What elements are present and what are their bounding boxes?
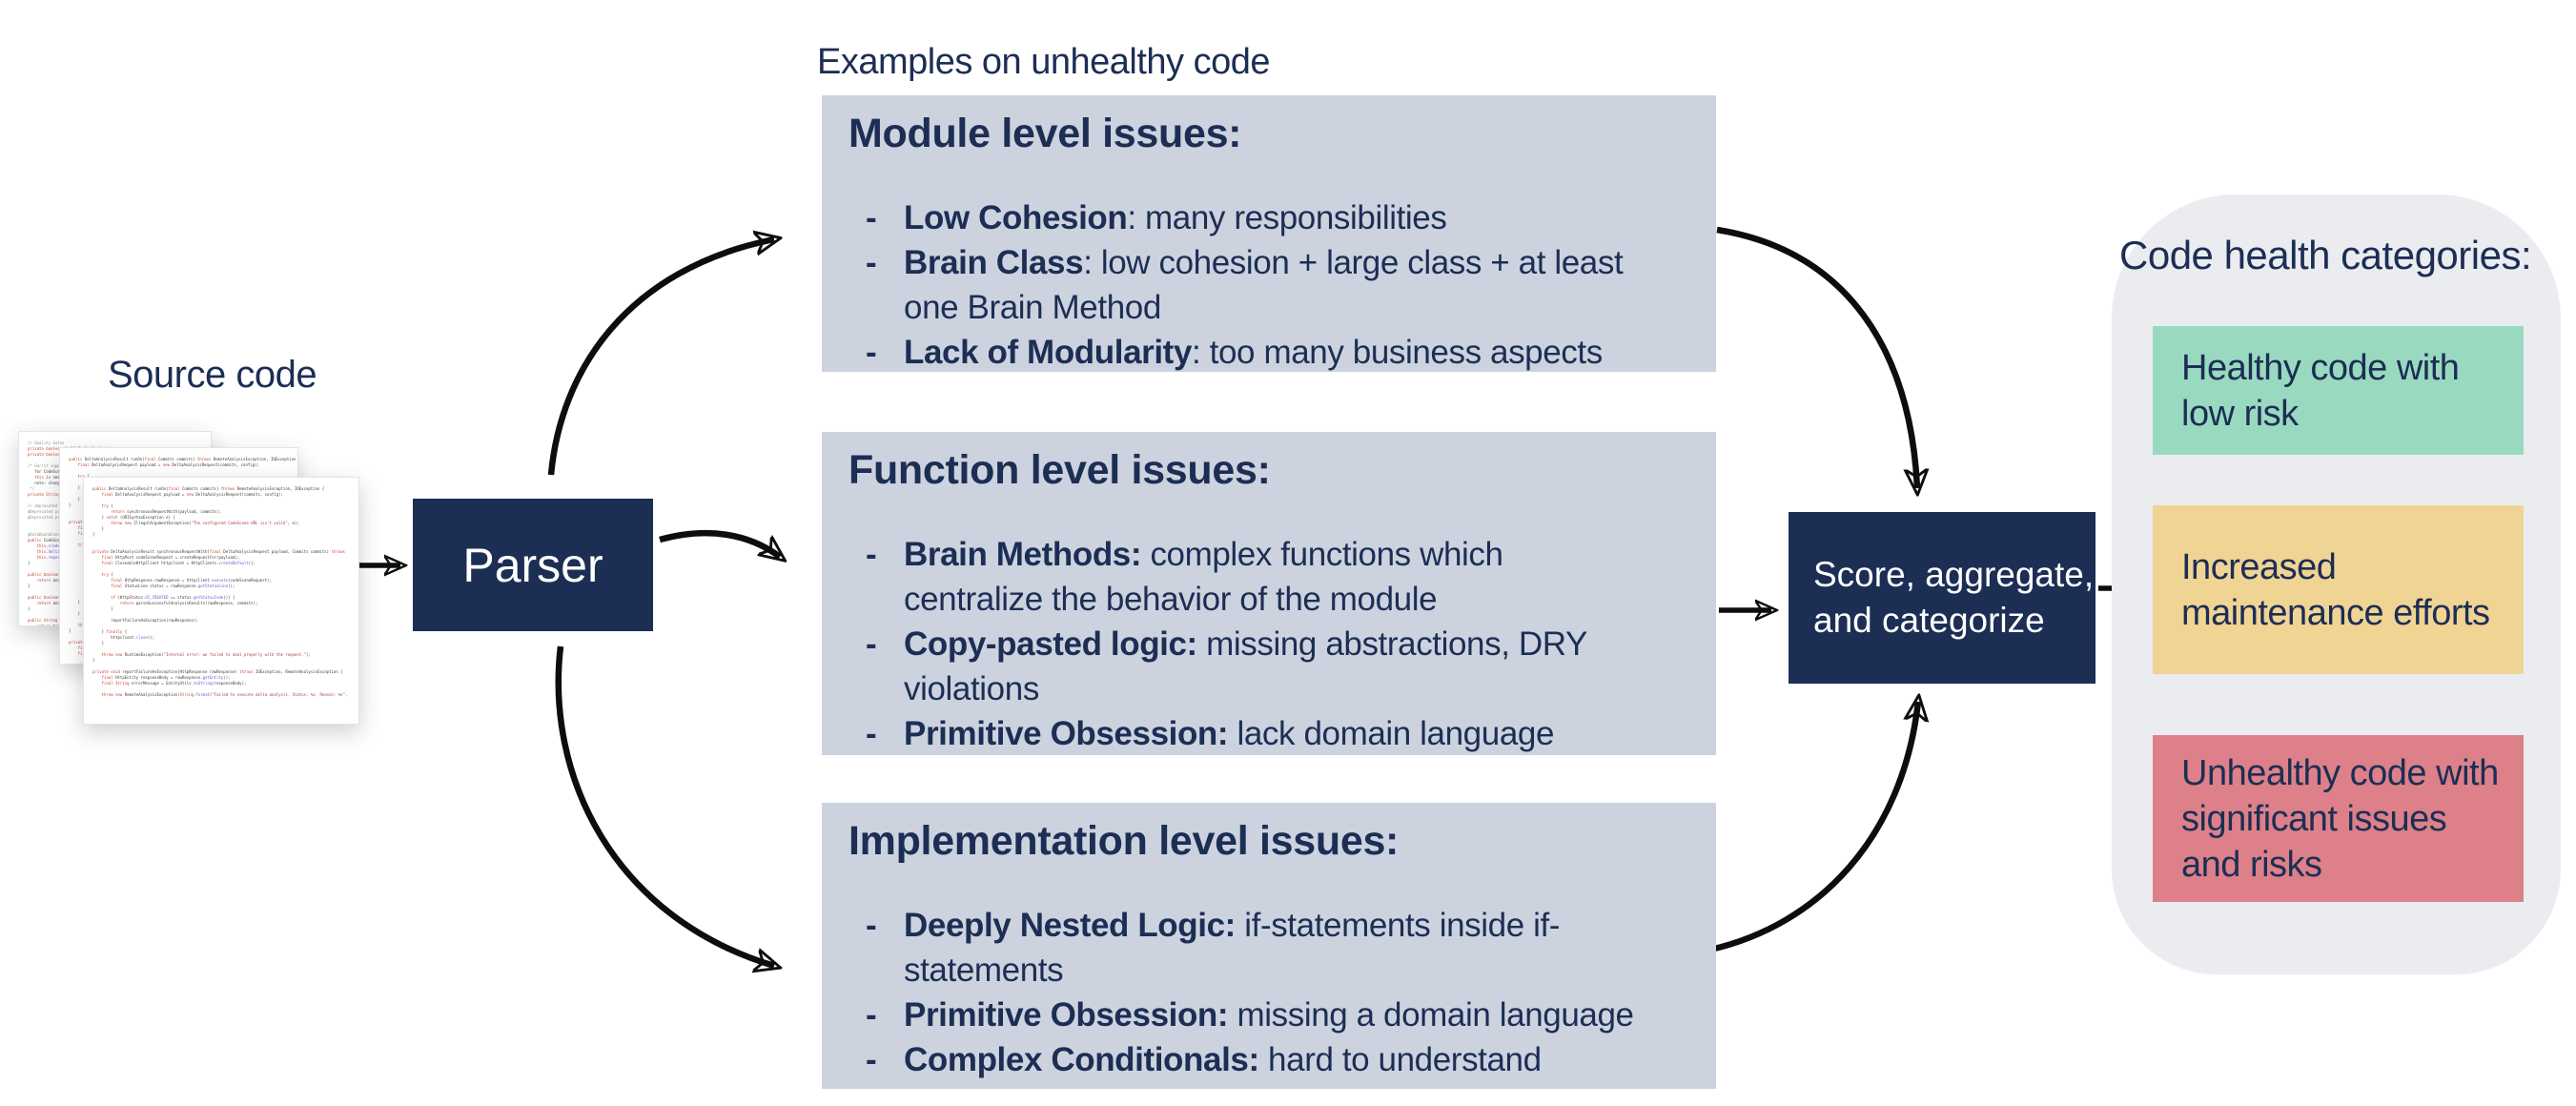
code-listing: public DeltaAnalysisResult runOn(final C… — [92, 486, 358, 698]
arrow-parser-to-implementation-issues — [555, 645, 774, 966]
code-line: } — [28, 584, 31, 588]
code-line: /* Gerrit support — [28, 463, 67, 468]
function-issues-box: Function level issues: Brain Methods: co… — [822, 432, 1716, 755]
issue-item: Brain Class: low cohesion + large class … — [866, 240, 1705, 330]
code-line: } — [92, 606, 113, 611]
issue-item: Lack of Modularity: too many business as… — [866, 330, 1705, 375]
issue-item: Copy-pasted logic: missing abstractions,… — [866, 622, 1705, 711]
arrow-implementation-issues-to-score — [1709, 702, 1918, 953]
parser-node: Parser — [413, 499, 653, 631]
code-line: httpclient.close(); — [92, 635, 155, 640]
code-line: final CloseableHttpClient httpclient = H… — [101, 561, 256, 565]
code-line: final StatusLine status = rawResponse.ge… — [111, 584, 235, 588]
parser-label: Parser — [462, 538, 603, 592]
category-label: Unhealthy code with significant issues a… — [2181, 752, 2499, 885]
category-box: Healthy code with low risk — [2153, 326, 2524, 455]
issue-item: Primitive Obsession: lack domain languag… — [866, 711, 1705, 756]
code-line: // Quality Gates — [28, 440, 65, 445]
examples-title: Examples on unhealthy code — [817, 42, 1271, 82]
function-issues-list: Brain Methods: complex functions which c… — [848, 532, 1705, 756]
code-line: } — [28, 606, 31, 611]
code-line: } — [69, 628, 72, 633]
code-line: final DeltaAnalysisRequest payload = new… — [101, 492, 283, 497]
code-line: } — [92, 641, 105, 645]
arrow-module-issues-to-score — [1716, 226, 1917, 488]
code-line: try { — [101, 572, 113, 577]
code-line: } — [69, 497, 81, 502]
issue-item: Brain Methods: complex functions which c… — [866, 532, 1705, 622]
code-line: public DeltaAnalysisResult runOn(final C… — [69, 457, 298, 461]
code-line: @DataBoundConstructor — [28, 532, 76, 537]
code-line: } — [28, 561, 31, 565]
score-aggregate-label: Score, aggregate, and categorize — [1813, 554, 2095, 640]
code-line: final String errorMessage = EntityUtils.… — [101, 681, 247, 686]
code-line: final HttpPost codeSceneRequest = create… — [101, 555, 240, 560]
implementation-issues-box: Implementation level issues: Deeply Nest… — [822, 803, 1716, 1089]
arrow-parser-to-function-issues — [659, 529, 780, 557]
code-line: try { — [77, 474, 90, 479]
code-line: private void reportFailureAsException(Ht… — [92, 669, 343, 674]
module-issues-list: Low Cohesion: many responsibilities Brai… — [848, 195, 1705, 375]
issue-item: Complex Conditionals: hard to understand — [866, 1037, 1705, 1082]
code-line: } finally { — [92, 629, 128, 634]
issue-item: Low Cohesion: many responsibilities — [866, 195, 1705, 240]
code-page-front: public DeltaAnalysisResult runOn(final C… — [83, 477, 359, 725]
score-aggregate-node: Score, aggregate, and categorize — [1789, 512, 2096, 684]
issue-item: Deeply Nested Logic: if-statements insid… — [866, 903, 1705, 993]
implementation-issues-list: Deeply Nested Logic: if-statements insid… — [848, 903, 1705, 1082]
code-line: throw new IllegalArgumentException("The … — [111, 521, 299, 525]
code-line: } — [92, 658, 95, 663]
category-box: Unhealthy code with significant issues a… — [2153, 735, 2524, 902]
code-line: } — [69, 502, 72, 507]
function-issues-title: Function level issues: — [848, 447, 1271, 493]
code-line: for CodeScene — [28, 469, 65, 474]
category-label: Healthy code with low risk — [2181, 347, 2460, 434]
code-line: try { — [101, 503, 113, 508]
code-line: final DeltaAnalysisRequest payload = new… — [77, 462, 259, 467]
code-line: return parseSuccessfulAnalysisResults(ra… — [119, 601, 258, 605]
source-code-title: Source code — [108, 354, 317, 396]
implementation-issues-title: Implementation level issues: — [848, 818, 1400, 864]
code-line: throw new RemoteAnalysisException(String… — [101, 692, 348, 697]
code-line: return synchronousRequestWith(payload, c… — [111, 509, 221, 514]
code-line: */ — [28, 486, 35, 491]
category-label: Increased maintenance efforts — [2181, 546, 2490, 633]
code-line: } catch (URISyntaxException e) { — [92, 515, 175, 520]
module-issues-title: Module level issues: — [848, 111, 1242, 156]
code-line: final HttpEntity responseBody = rawRespo… — [101, 675, 231, 680]
code-line: if (HttpStatus.SC_CREATED == status.getS… — [111, 595, 235, 600]
code-health-categories-panel: Code health categories: Healthy code wit… — [2112, 195, 2561, 974]
code-line: private DeltaAnalysisResult synchronousR… — [92, 549, 345, 554]
code-line: throw new RuntimeException("Internal err… — [101, 652, 311, 657]
categories-title: Code health categories: — [2119, 233, 2532, 277]
code-line: } — [92, 532, 95, 537]
code-line: final HttpResponse rawResponse = httpcli… — [111, 578, 272, 583]
issue-item: Primitive Obsession: missing a domain la… — [866, 993, 1705, 1037]
module-issues-box: Module level issues: Low Cohesion: many … — [822, 95, 1716, 372]
arrow-parser-to-module-issues — [547, 239, 774, 476]
code-line: } — [92, 526, 105, 531]
code-line: public DeltaAnalysisResult runOn(final C… — [92, 486, 325, 491]
category-box: Increased maintenance efforts — [2153, 505, 2524, 674]
code-line: } — [69, 611, 81, 616]
code-line: reportFailureAsException(rawResponse); — [92, 618, 198, 623]
